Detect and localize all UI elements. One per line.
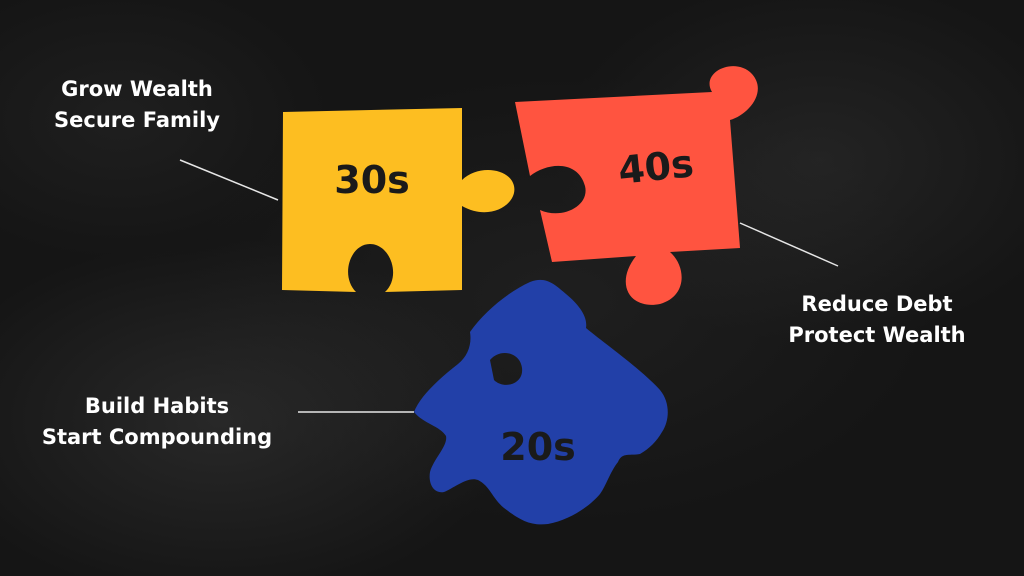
note-twenties: Build Habits Start Compounding <box>22 391 292 453</box>
note-thirties: Grow Wealth Secure Family <box>32 74 242 136</box>
note-forties-line1: Reduce Debt <box>801 292 953 316</box>
note-thirties-line1: Grow Wealth <box>61 77 213 101</box>
piece-label-thirties: 30s <box>334 158 410 202</box>
connector-thirties <box>179 159 279 201</box>
note-thirties-line2: Secure Family <box>54 108 220 132</box>
piece-label-twenties: 20s <box>500 425 576 469</box>
note-twenties-line2: Start Compounding <box>41 425 273 449</box>
connector-forties <box>739 222 839 267</box>
note-forties-line2: Protect Wealth <box>788 323 966 347</box>
note-forties: Reduce Debt Protect Wealth <box>772 289 982 351</box>
piece-label-forties: 40s <box>616 141 696 193</box>
note-twenties-line1: Build Habits <box>84 394 230 418</box>
puzzle-piece-thirties <box>282 108 515 292</box>
puzzle-piece-forties <box>515 66 758 305</box>
puzzle-piece-twenties <box>414 279 668 525</box>
